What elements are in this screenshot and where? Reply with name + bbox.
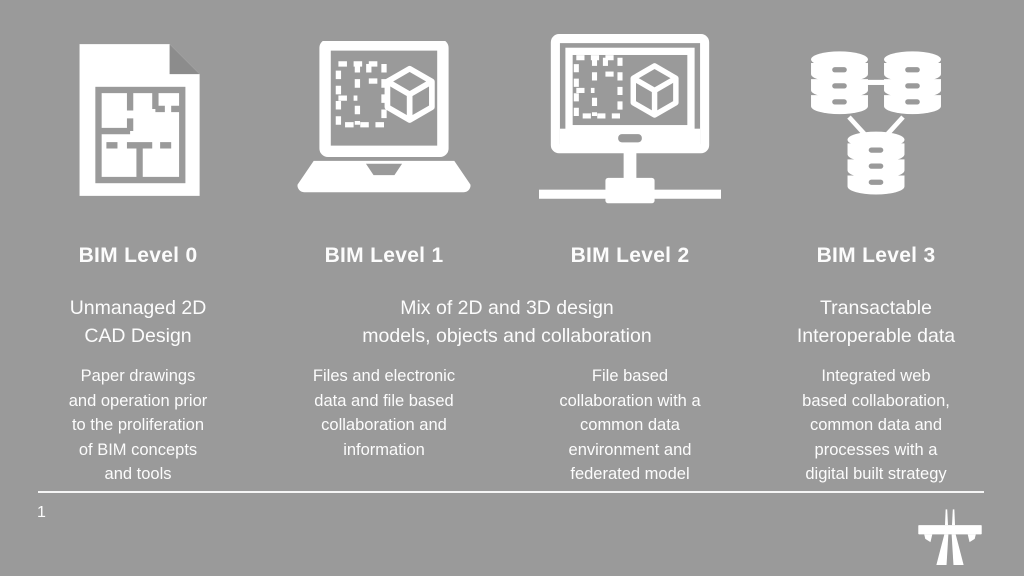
bim-level-2-title: BIM Level 2 bbox=[570, 244, 690, 267]
icon-cell-level-0 bbox=[15, 24, 261, 216]
level-0-description: Paper drawings and operation prior to th… bbox=[68, 367, 208, 483]
titles-row: BIM Level 0 BIM Level 1 BIM Level 2 BIM … bbox=[0, 244, 1024, 268]
level-1-2-subtitle: Mix of 2D and 3D design models, objects … bbox=[362, 297, 652, 347]
motorway-icon bbox=[913, 506, 987, 566]
level-3-description: Integrated web based collaboration, comm… bbox=[802, 367, 950, 483]
bim-level-0-title: BIM Level 0 bbox=[78, 244, 198, 267]
descriptions-row: Paper drawings and operation prior to th… bbox=[0, 364, 1024, 487]
level-2-description: File based collaboration with a common d… bbox=[559, 367, 701, 483]
networked-monitor-2d-3d-model-icon bbox=[539, 33, 721, 203]
icon-cell-level-3 bbox=[753, 24, 999, 216]
subtitles-row: Unmanaged 2D CAD Design Mix of 2D and 3D… bbox=[0, 294, 1024, 350]
level-1-description: Files and electronic data and file based… bbox=[312, 367, 456, 459]
linked-databases-icon bbox=[811, 51, 941, 195]
floor-plan-document-icon bbox=[79, 44, 200, 196]
level-0-subtitle: Unmanaged 2D CAD Design bbox=[69, 297, 207, 347]
footer-divider-line bbox=[38, 491, 984, 493]
bim-level-1-title: BIM Level 1 bbox=[324, 244, 444, 267]
icons-row bbox=[0, 24, 1024, 216]
icon-cell-level-1 bbox=[261, 24, 507, 216]
slide-page-number: 1 bbox=[37, 504, 46, 521]
laptop-2d-3d-model-icon bbox=[297, 41, 471, 193]
bim-level-3-title: BIM Level 3 bbox=[816, 244, 936, 267]
level-3-subtitle: Transactable Interoperable data bbox=[796, 297, 956, 347]
icon-cell-level-2 bbox=[507, 24, 753, 216]
